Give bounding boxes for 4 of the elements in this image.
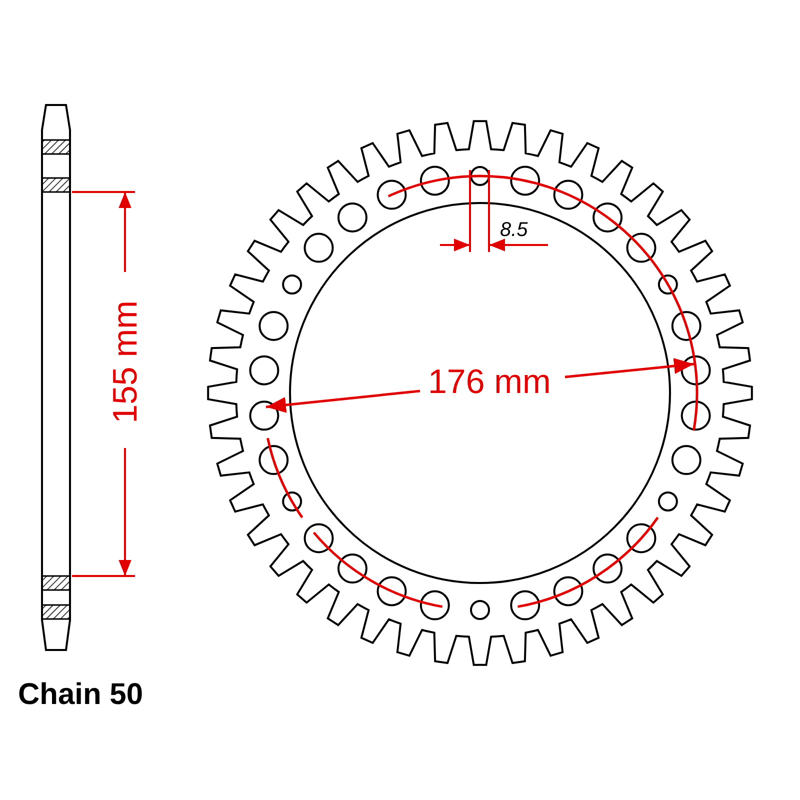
dimension-label: 176 mm <box>428 365 551 399</box>
chain-size-label: Chain 50 <box>18 680 144 710</box>
dimension-label: 8.5 <box>500 220 528 240</box>
dimension-label: 155 mm <box>108 300 142 424</box>
